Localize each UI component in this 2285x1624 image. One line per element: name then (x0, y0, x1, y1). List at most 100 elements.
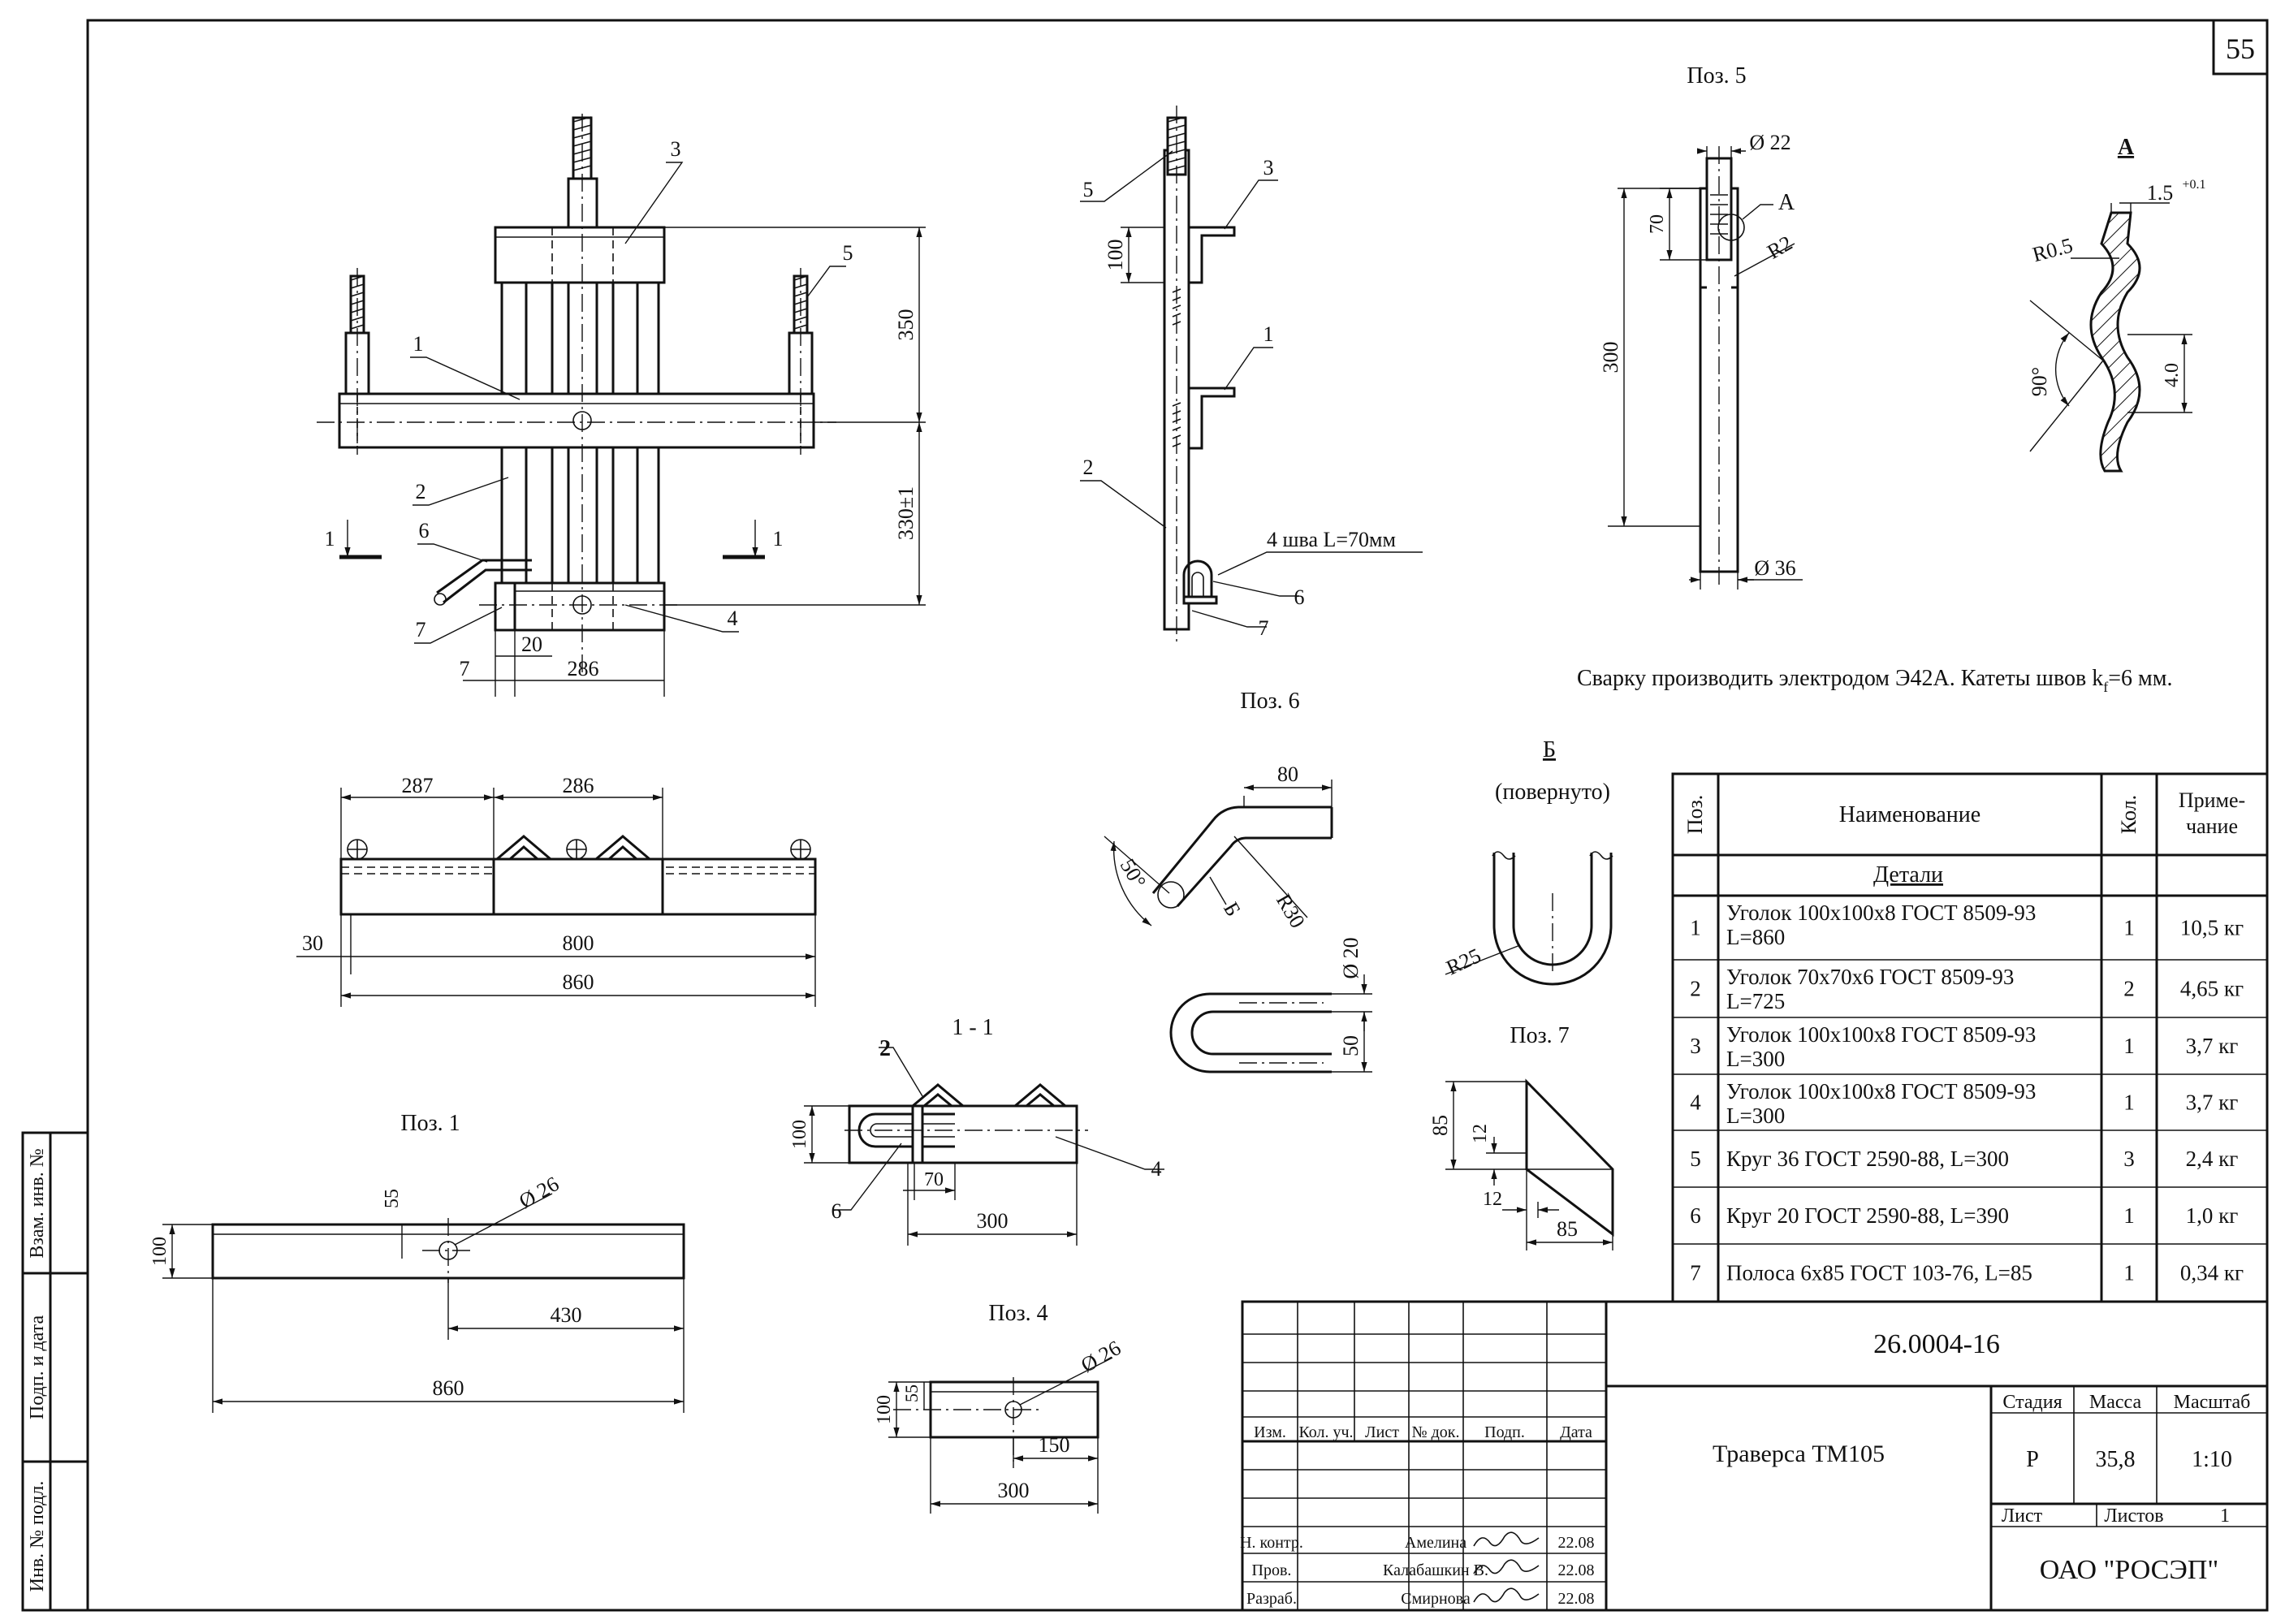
spec-row-name: Полоса 6х85 ГОСТ 103-76, L=85 (1726, 1261, 2032, 1285)
pos5-view: Поз. 5 Ø 22 A R2 70 300 Ø 36 (1599, 63, 1803, 590)
pos6-angle-50: 50° (1116, 855, 1151, 892)
pos6-title: Поз. 6 (1240, 689, 1299, 714)
tb-col-podp: Подп. (1484, 1423, 1525, 1441)
plan-dim-860: 860 (563, 970, 594, 994)
tb-col-list: Лист (1365, 1423, 1399, 1441)
side-stamp: Взам. инв. № Подп. и дата Инв. № подл. (21, 1131, 89, 1612)
pos5-label-a: A (1778, 190, 1795, 215)
pos5-dim-22: Ø 22 (1749, 131, 1790, 154)
spec-row-name: Круг 20 ГОСТ 2590-88, L=390 (1726, 1203, 2009, 1228)
pos1-dim-55: 55 (382, 1189, 403, 1208)
tb-col-ndok: № док. (1412, 1423, 1460, 1441)
dim-286: 286 (568, 657, 599, 680)
spec-row-note: 4,65 кг (2180, 977, 2244, 1001)
viewb-r25: R25 (1443, 944, 1485, 980)
detail-a-title: A (2118, 135, 2135, 160)
viewb-title: Б (1543, 737, 1556, 762)
spec-row-qty: 2 (2123, 977, 2135, 1001)
weld-note-side: 4 шва L=70мм (1267, 528, 1396, 551)
pos7-dim-85h: 85 (1557, 1217, 1578, 1241)
tb-person-date: 22.08 (1558, 1561, 1595, 1579)
pos6-dim-80: 80 (1277, 762, 1298, 786)
pos4-dim-300: 300 (998, 1479, 1030, 1502)
spec-row-qty: 1 (2123, 1091, 2135, 1115)
side-pos-3: 3 (1263, 156, 1274, 179)
main-pos-3: 3 (671, 137, 681, 161)
section-mark-right: 1 (773, 527, 784, 551)
spec-header-pos: Поз. (1683, 795, 1707, 835)
pos5-dim-36: Ø 36 (1754, 556, 1795, 580)
tb-person-name: Калабашкин В. (1383, 1561, 1488, 1579)
pos1-dim-100: 100 (149, 1237, 171, 1266)
replace-inv-label: Взам. инв. № (27, 1148, 48, 1258)
sheet-label: Лист (2002, 1505, 2043, 1527)
plan-dim-800: 800 (563, 931, 594, 955)
pos1-dim-860: 860 (433, 1376, 464, 1400)
pos7-dim-85v: 85 (1428, 1115, 1452, 1136)
spec-header-note-2: чание (2186, 814, 2238, 838)
spec-row-name: Уголок 100х100х8 ГОСТ 8509-93 (1726, 901, 2036, 925)
sheet-number: 55 (2226, 32, 2255, 65)
pos1-dim-26: Ø 26 (515, 1172, 563, 1213)
spec-row-qty: 1 (2123, 1203, 2135, 1228)
plan-dim-287: 287 (402, 774, 434, 797)
dim-330: 330±1 (894, 486, 918, 540)
section11-dim-300: 300 (977, 1209, 1009, 1233)
sign-date-label: Подп. и дата (27, 1315, 48, 1420)
side-pos-1: 1 (1263, 322, 1274, 346)
spec-row-qty: 1 (2123, 1261, 2135, 1285)
section11-dim-100: 100 (789, 1120, 810, 1149)
pos4-dim-55: 55 (901, 1384, 922, 1402)
pos1-view: Поз. 1 55 Ø 26 100 430 860 (149, 1111, 685, 1413)
side-dim-100: 100 (1104, 240, 1127, 271)
doc-code: 26.0004-16 (1873, 1329, 2000, 1359)
pos4-dim-150: 150 (1039, 1433, 1070, 1457)
spec-table: Поз. Наименование Кол. Приме- чание Дета… (1671, 772, 2269, 1303)
viewb-subtitle: (повернуто) (1495, 780, 1610, 805)
spec-row-qty: 1 (2123, 1034, 2135, 1058)
spec-row-note: 3,7 кг (2186, 1034, 2239, 1058)
pos6-dim-20: Ø 20 (1339, 937, 1363, 978)
tb-person-role: Н. контр. (1240, 1534, 1303, 1552)
pos4-dim-26: Ø 26 (1077, 1336, 1125, 1377)
pos5-r2: R2 (1763, 231, 1796, 263)
tb-col-data: Дата (1560, 1423, 1592, 1441)
section-mark-left: 1 (325, 527, 335, 551)
section11-pos-4: 4 (1151, 1157, 1162, 1181)
dim-20: 20 (521, 633, 542, 656)
spec-row-name: Уголок 70х70х6 ГОСТ 8509-93 (1726, 965, 2014, 989)
spec-header-note-1: Приме- (2179, 788, 2245, 812)
pos6-r30: R30 (1272, 890, 1310, 932)
spec-row-pos: 6 (1690, 1203, 1701, 1228)
spec-header-name: Наименование (1839, 802, 1980, 827)
pos5-dim-300: 300 (1599, 342, 1622, 374)
pos4-view: Поз. 4 100 55 Ø 26 150 300 (874, 1301, 1125, 1514)
spec-row-qty: 3 (2123, 1147, 2135, 1171)
spec-row-pos: 4 (1690, 1091, 1701, 1115)
main-pos-4: 4 (728, 607, 738, 630)
plan-dim-30: 30 (302, 931, 323, 955)
sheets-value: 1 (2220, 1505, 2230, 1527)
stage-label: Стадия (2002, 1392, 2062, 1413)
tb-person-date: 22.08 (1558, 1534, 1595, 1552)
spec-row-name: Уголок 100х100х8 ГОСТ 8509-93 (1726, 1079, 2036, 1104)
spec-row-note: 1,0 кг (2186, 1203, 2239, 1228)
stage-value: Р (2026, 1447, 2039, 1472)
side-pos-2: 2 (1083, 456, 1094, 479)
pos6-label-b: Б (1219, 898, 1246, 920)
inv-no-label: Инв. № подл. (27, 1481, 48, 1592)
spec-row-name: Уголок 100х100х8 ГОСТ 8509-93 (1726, 1022, 2036, 1047)
pos7-dim-12v: 12 (1470, 1124, 1491, 1143)
side-pos-6: 6 (1294, 585, 1305, 609)
signature (1473, 1559, 1540, 1574)
tb-col-izm: Изм. (1254, 1423, 1286, 1441)
tb-person-name: Амелина (1405, 1534, 1466, 1552)
spec-header-qty: Кол. (2117, 795, 2140, 834)
org-name: ОАО "РОСЭП" (2040, 1555, 2219, 1585)
plan-dim-286: 286 (563, 774, 594, 797)
spec-row-note: 3,7 кг (2186, 1091, 2239, 1115)
section11-dim-70: 70 (924, 1169, 944, 1190)
